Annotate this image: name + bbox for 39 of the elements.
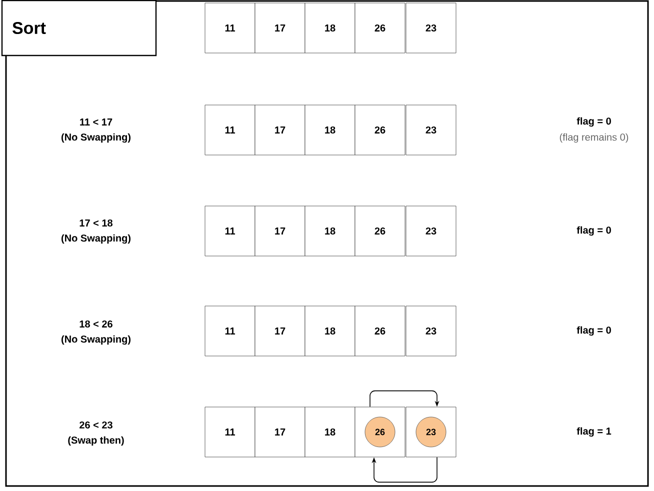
comparison-text: (No Swapping) <box>62 133 130 143</box>
array-cell: 26 <box>354 104 406 156</box>
array-cell: 18 <box>304 104 356 156</box>
array-cell: 23 <box>406 306 456 356</box>
comparison-text: 17 < 18 <box>80 219 112 227</box>
comparison-text: 26 < 23 <box>80 421 112 429</box>
array-cell: 11 <box>204 406 256 458</box>
flag-text: flag = 0 <box>576 226 611 236</box>
comparison-text: (Swap then) <box>68 436 124 446</box>
array-cell: 17 <box>254 406 306 458</box>
swap-arrow <box>372 456 438 483</box>
title-box: Sort <box>1 0 157 56</box>
array-cell: 11 <box>204 206 256 256</box>
flag-text: flag = 1 <box>576 427 612 437</box>
array-cell: 26 <box>354 2 406 54</box>
array-cell: 17 <box>254 306 306 356</box>
array-cell: 11 <box>204 104 256 156</box>
comparison-text: (No Swapping) <box>62 335 130 345</box>
comparison-text: 11 < 17 <box>80 118 112 126</box>
array-cell: 17 <box>254 2 306 54</box>
flag-text: flag = 0 <box>576 117 611 127</box>
array-cell: 11 <box>204 306 256 356</box>
array-cell: 23 <box>406 206 456 256</box>
array-cell: 26 <box>354 206 406 256</box>
array-cell: 17 <box>254 104 306 156</box>
array-cell: 26 <box>354 306 406 356</box>
array-cell: 18 <box>304 306 356 356</box>
comparison-text: (No Swapping) <box>62 234 130 244</box>
comparison-text: 18 < 26 <box>80 320 112 328</box>
array-cell: 23 <box>406 2 456 54</box>
array-cell: 18 <box>304 406 356 458</box>
note-text: (flag remains 0) <box>560 133 628 143</box>
array-cell: 18 <box>304 206 356 256</box>
array-cell: 11 <box>204 2 256 54</box>
array-cell: 18 <box>304 2 356 54</box>
flag-text: flag = 0 <box>576 326 611 336</box>
swap-arrow <box>370 390 440 408</box>
array-cell: 23 <box>406 104 456 156</box>
array-cell: 17 <box>254 206 306 256</box>
